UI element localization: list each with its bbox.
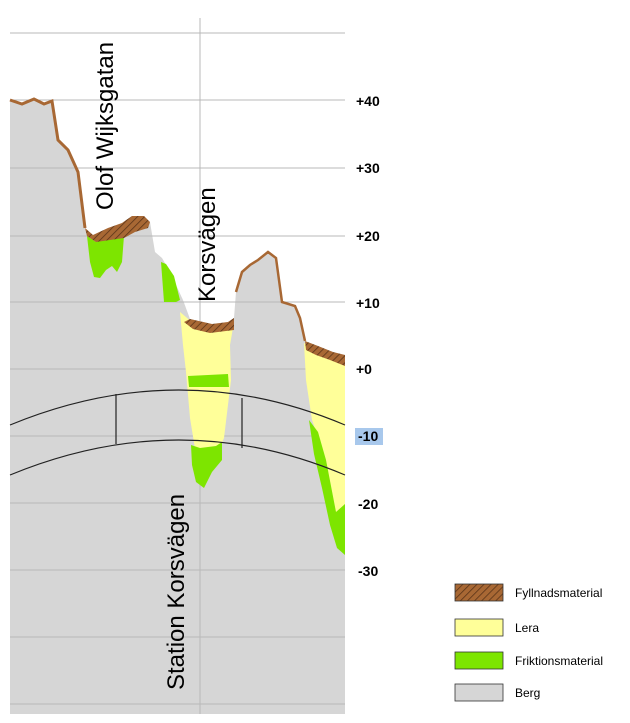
- legend-swatch-clay: [454, 618, 504, 637]
- legend-swatch-rock: [454, 683, 504, 702]
- elevation-label: +40: [356, 93, 380, 109]
- station-label: Station Korsvägen: [163, 494, 190, 690]
- fill-layer-korsvagen: [184, 318, 234, 333]
- elevation-label: -10: [358, 428, 378, 444]
- elevation-label: +30: [356, 160, 380, 176]
- fill-layer-olof: [85, 216, 150, 242]
- fill-layer-hill: [234, 250, 307, 342]
- grid-lines: [10, 32, 345, 705]
- street-label-olof: Olof Wijksgatan: [92, 42, 119, 210]
- friction-left: [87, 236, 124, 278]
- friction-band: [188, 374, 229, 387]
- elevation-scale: +40 +30 +20 +10 +0 -10 -20 -30: [355, 93, 383, 579]
- elevation-highlight: [355, 428, 383, 445]
- elevation-label: +10: [356, 295, 380, 311]
- tunnel-outline: [9, 389, 346, 476]
- fill-layer-right: [305, 341, 345, 366]
- elevation-label: -20: [358, 496, 378, 512]
- legend-swatch-friction: [454, 651, 504, 670]
- elevation-label: +0: [356, 361, 372, 377]
- friction-small: [161, 262, 180, 302]
- legend-swatch-fill: [454, 583, 504, 602]
- legend-label: Fyllnadsmaterial: [515, 586, 602, 600]
- elevation-label: +20: [356, 228, 380, 244]
- legend-label: Berg: [515, 686, 540, 700]
- legend-label: Lera: [515, 621, 539, 635]
- friction-bottom-center: [191, 442, 222, 488]
- legend-label: Friktionsmaterial: [515, 654, 603, 668]
- clay-pocket-right: [304, 343, 345, 516]
- elevation-label: -30: [358, 563, 378, 579]
- fill-layer-surface: [9, 97, 87, 229]
- legend: Fyllnadsmaterial Lera Friktionsmaterial …: [454, 583, 603, 702]
- friction-right: [309, 420, 345, 555]
- street-label-korsvagen: Korsvägen: [194, 187, 221, 302]
